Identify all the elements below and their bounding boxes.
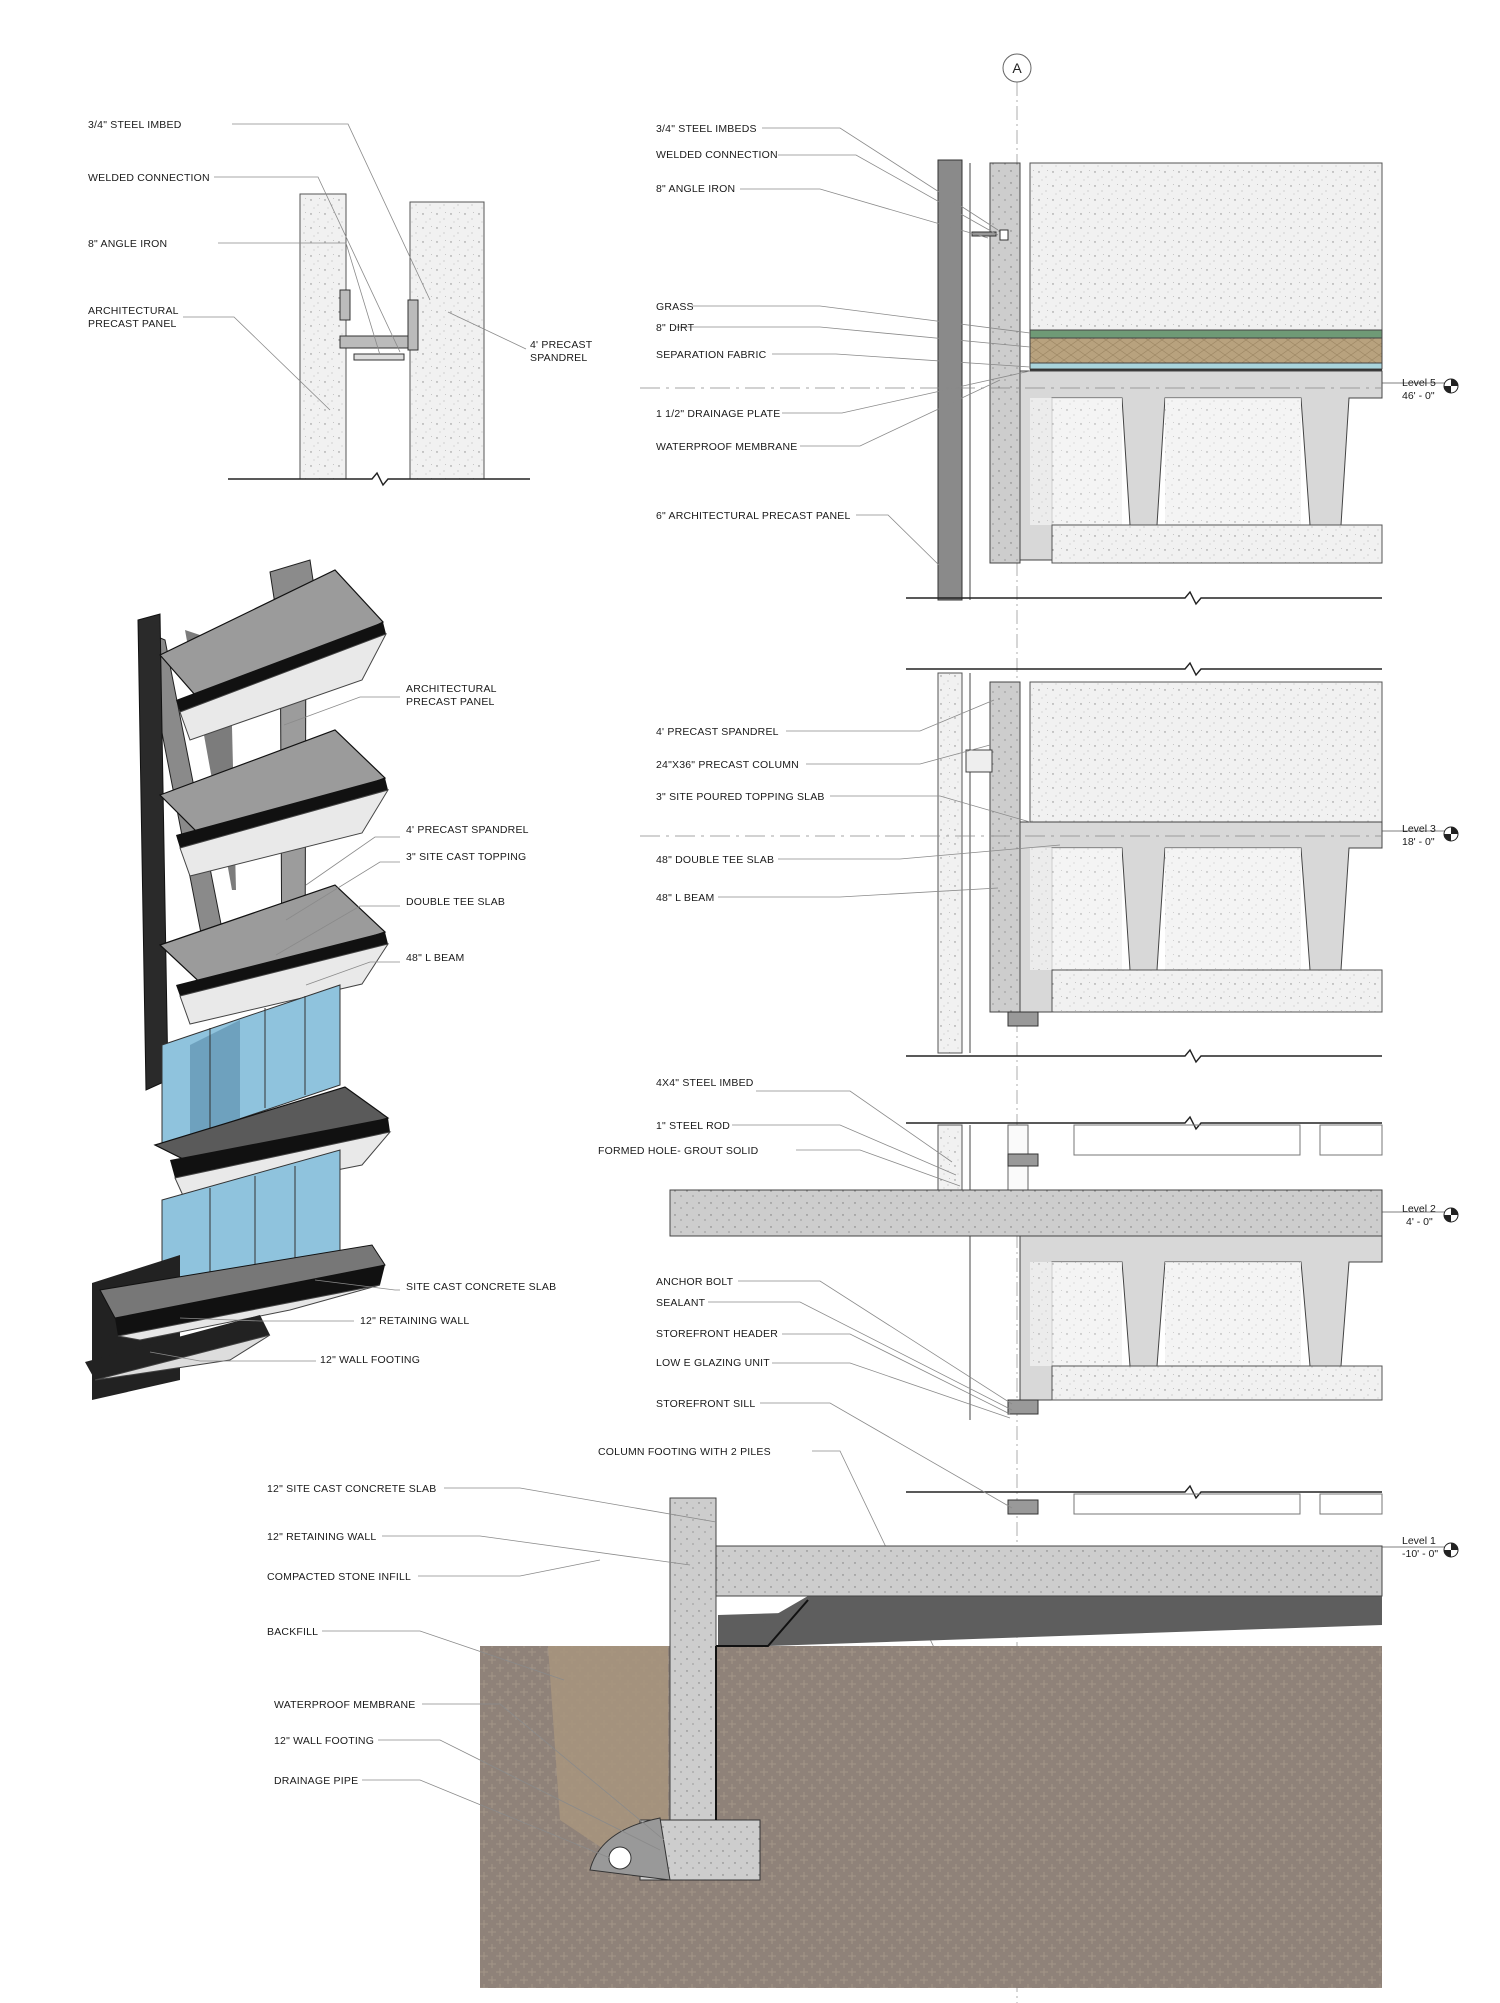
label-arch-panel-2: PRECAST PANEL [88, 318, 177, 330]
axon-label-l-beam: 48" L BEAM [406, 952, 464, 964]
roof-label-angle: 8" ANGLE IRON [656, 183, 735, 195]
grid-bubble-label: A [1012, 60, 1022, 76]
section-foundation [322, 1487, 1383, 1988]
label-spandrel-2: SPANDREL [530, 352, 587, 364]
roof-label-dirt: 8" DIRT [656, 322, 695, 334]
l2-label-rod: 1" STEEL ROD [656, 1120, 730, 1132]
l2-label-header: STOREFRONT HEADER [656, 1328, 778, 1340]
axon-label-arch-2: PRECAST PANEL [406, 696, 495, 708]
label-steel-imbed: 3/4" STEEL IMBED [88, 119, 182, 131]
axon-label-footing: 12" WALL FOOTING [320, 1354, 420, 1366]
roof-label-fabric: SEPARATION FABRIC [656, 349, 767, 361]
roof-label-drain: 1 1/2" DRAINAGE PLATE [656, 408, 780, 420]
level-2-elev: 4' - 0" [1406, 1216, 1433, 1228]
axon-label-arch-1: ARCHITECTURAL [406, 683, 497, 695]
level-3-elev: 18' - 0" [1402, 836, 1435, 848]
level-5-name: Level 5 [1402, 377, 1436, 389]
level-2-name: Level 2 [1402, 1203, 1436, 1215]
level-marker-2: Level 2 4' - 0" [1382, 1203, 1459, 1228]
section-roof [640, 127, 1383, 606]
label-arch-panel-1: ARCHITECTURAL [88, 305, 179, 317]
base-label-wall: 12" RETAINING WALL [267, 1531, 376, 1543]
base-label-slab: 12" SITE CAST CONCRETE SLAB [267, 1483, 436, 1495]
mid-label-spandrel: 4' PRECAST SPANDREL [656, 726, 779, 738]
base-label-footing: 12" WALL FOOTING [274, 1735, 374, 1747]
base-label-backfill: BACKFILL [267, 1626, 318, 1638]
l2-label-imbed: 4X4" STEEL IMBED [656, 1077, 754, 1089]
label-angle-iron: 8" ANGLE IRON [88, 238, 167, 250]
label-welded-connection: WELDED CONNECTION [88, 172, 210, 184]
roof-label-welded: WELDED CONNECTION [656, 149, 778, 161]
l2-label-column-footing: COLUMN FOOTING WITH 2 PILES [598, 1446, 771, 1458]
level-1-name: Level 1 [1402, 1535, 1436, 1547]
axon-label-spandrel: 4' PRECAST SPANDREL [406, 824, 529, 836]
roof-label-imbeds: 3/4" STEEL IMBEDS [656, 123, 757, 135]
base-label-stone: COMPACTED STONE INFILL [267, 1571, 411, 1583]
axon-label-slab: SITE CAST CONCRETE SLAB [406, 1281, 556, 1293]
l2-label-sealant: SEALANT [656, 1297, 706, 1309]
section-level-2 [669, 1090, 1383, 1661]
l2-label-hole: FORMED HOLE- GROUT SOLID [598, 1145, 759, 1157]
axon-label-double-tee: DOUBLE TEE SLAB [406, 896, 505, 908]
level-marker-3: Level 3 18' - 0" [1382, 823, 1459, 848]
level-3-name: Level 3 [1402, 823, 1436, 835]
mid-label-column: 24"X36" PRECAST COLUMN [656, 759, 799, 771]
level-marker-1: Level 1 -10' - 0" [1382, 1535, 1459, 1560]
roof-label-membrane: WATERPROOF MEMBRANE [656, 441, 797, 453]
l2-label-anchor: ANCHOR BOLT [656, 1276, 734, 1288]
level-5-elev: 46' - 0" [1402, 390, 1435, 402]
base-label-pipe: DRAINAGE PIPE [274, 1775, 358, 1787]
l2-label-glazing: LOW E GLAZING UNIT [656, 1357, 770, 1369]
base-label-membrane: WATERPROOF MEMBRANE [274, 1699, 415, 1711]
axon-label-topping: 3" SITE CAST TOPPING [406, 851, 526, 863]
mid-label-dtee: 48" DOUBLE TEE SLAB [656, 854, 774, 866]
axonometric-view [85, 559, 400, 1400]
mid-label-lbeam: 48" L BEAM [656, 892, 714, 904]
section-level-3 [640, 661, 1383, 1064]
axon-label-retaining: 12" RETAINING WALL [360, 1315, 469, 1327]
roof-label-panel: 6" ARCHITECTURAL PRECAST PANEL [656, 510, 851, 522]
level-1-elev: -10' - 0" [1402, 1548, 1438, 1560]
connection-detail [183, 123, 530, 487]
label-spandrel-1: 4' PRECAST [530, 339, 593, 351]
roof-label-grass: GRASS [656, 301, 694, 313]
level-marker-5: Level 5 46' - 0" [1382, 377, 1459, 402]
mid-label-topping: 3" SITE POURED TOPPING SLAB [656, 791, 825, 803]
l2-label-sill: STOREFRONT SILL [656, 1398, 755, 1410]
